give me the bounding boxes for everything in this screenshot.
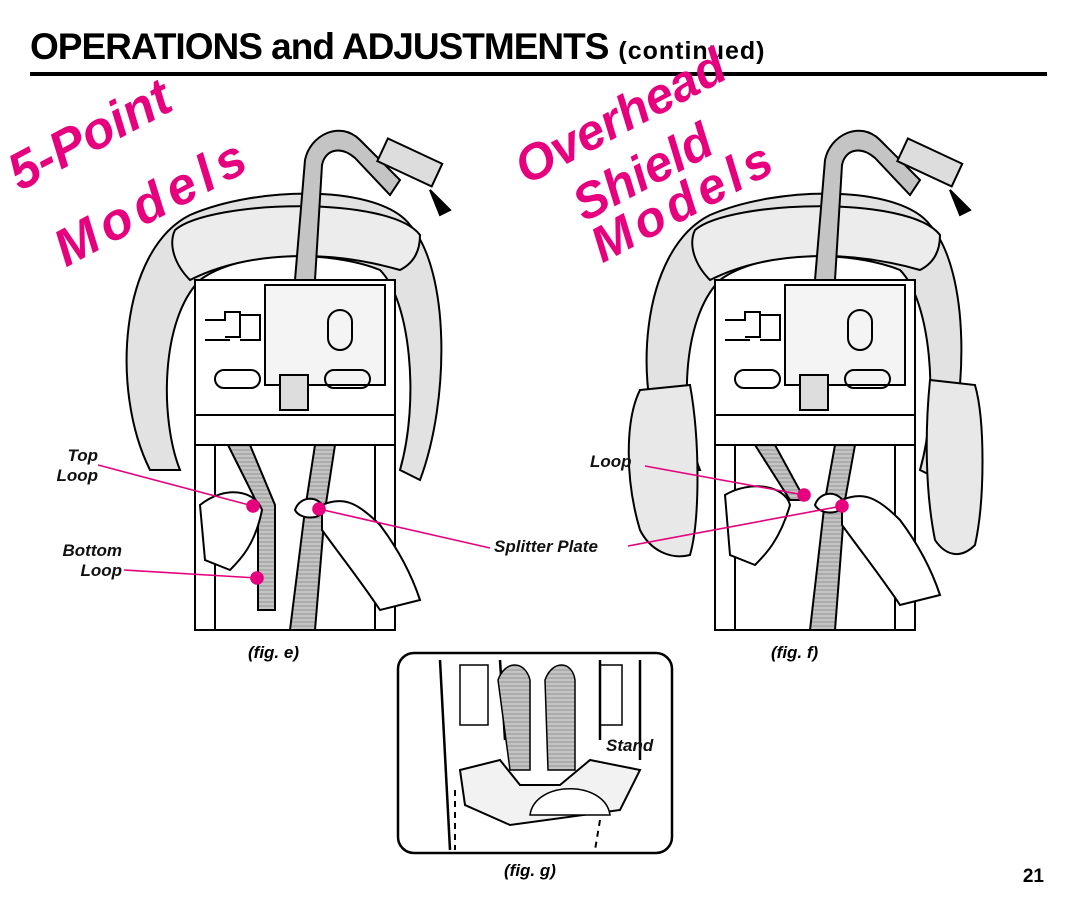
- callout-bottom-loop-line2: Loop: [80, 561, 122, 580]
- page-subtitle: (continued): [618, 37, 766, 65]
- seat-illustration-fig-e: [125, 129, 452, 631]
- callout-top-loop: Top Loop: [56, 446, 98, 486]
- page-title-text: OPERATIONS and ADJUSTMENTS: [30, 26, 609, 67]
- bottom-loop-marker: [250, 571, 264, 585]
- page-title: OPERATIONS and ADJUSTMENTS (continued): [30, 26, 765, 68]
- loop-marker-f: [797, 488, 811, 502]
- page-number: 21: [1022, 866, 1044, 887]
- callout-bottom-loop-line1: Bottom: [62, 541, 122, 560]
- seat-illustration-fig-f: [627, 129, 984, 631]
- caption-fig-e: (fig. e): [248, 643, 299, 662]
- caption-fig-f: (fig. f): [771, 643, 819, 662]
- callout-loop: Loop: [590, 452, 632, 471]
- stand-illustration-fig-g: [396, 651, 674, 855]
- title-rule: [30, 72, 1047, 76]
- callout-lines: [97, 464, 849, 791]
- callout-stand: Stand: [606, 736, 654, 755]
- callout-splitter-plate: Splitter Plate: [494, 537, 598, 556]
- caption-fig-g: (fig. g): [504, 861, 556, 880]
- splitter-plate-marker-e: [312, 502, 326, 516]
- callout-top-loop-line1: Top: [67, 446, 98, 465]
- callout-bottom-loop: Bottom Loop: [38, 541, 122, 581]
- top-loop-marker: [246, 499, 260, 513]
- splitter-plate-marker-f: [835, 499, 849, 513]
- callout-top-loop-line2: Loop: [56, 466, 98, 485]
